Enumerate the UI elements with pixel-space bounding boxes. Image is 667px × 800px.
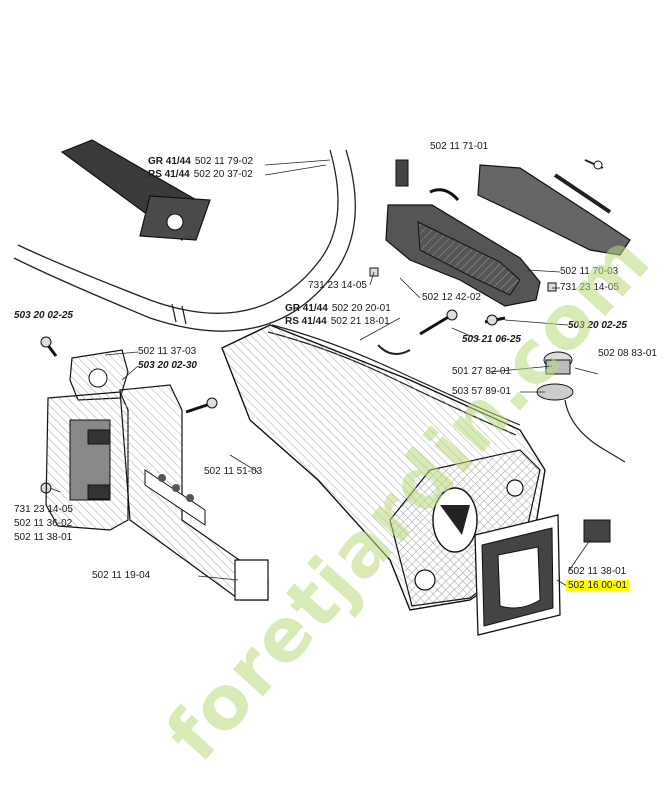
left-housing bbox=[45, 391, 129, 531]
label-502117003: 502 11 70-03 bbox=[560, 266, 619, 277]
label-503578901: 503 57 89-01 bbox=[452, 386, 511, 397]
handle-tube bbox=[13, 149, 356, 332]
label-gr-handle-prefix: GR 41/44 bbox=[148, 156, 191, 167]
label-rs-handle-number: 502 20 37-02 bbox=[193, 169, 253, 180]
gasket-plate bbox=[474, 514, 561, 636]
leader-lines bbox=[49, 159, 599, 587]
label-503200225-left: 503 20 02-25 bbox=[14, 310, 73, 321]
label-731231405-c: 731 23 14-05 bbox=[14, 504, 73, 515]
label-503200230: 503 20 02-30 bbox=[138, 360, 197, 371]
label-502113703: 502 11 37-03 bbox=[138, 346, 197, 357]
handle-grip bbox=[60, 139, 211, 241]
label-502160001-highlight: 502 16 00-01 bbox=[566, 580, 629, 591]
label-screw-a: 731 23 14-05 bbox=[308, 280, 367, 291]
fuel-cap bbox=[536, 351, 626, 463]
label-502113801-right: 502 11 38-01 bbox=[568, 566, 627, 577]
label-rs-cable-number: 502 21 18-01 bbox=[330, 316, 390, 327]
label-502160001: 502 16 00-01 bbox=[566, 580, 629, 592]
label-502124202: 502 12 42-02 bbox=[422, 292, 481, 303]
label-gr-handle-number: 502 11 79-02 bbox=[194, 156, 254, 167]
label-screw-b: 731 23 14-05 bbox=[560, 282, 619, 293]
label-502088301: 502 08 83-01 bbox=[598, 348, 657, 359]
label-gr-cable-number: 502 20 20-01 bbox=[331, 303, 391, 314]
label-501278201: 501 27 82-01 bbox=[452, 366, 511, 377]
label-502115103: 502 11 51-03 bbox=[204, 466, 263, 477]
label-502117101: 502 11 71-01 bbox=[430, 141, 489, 152]
label-rs-cable-prefix: RS 41/44 bbox=[285, 316, 327, 327]
screws bbox=[40, 267, 611, 543]
label-502113602: 502 11 36-02 bbox=[14, 518, 73, 529]
label-502111904: 502 11 19-04 bbox=[92, 570, 151, 581]
label-502113801-left: 502 11 38-01 bbox=[14, 532, 73, 543]
parts-diagram bbox=[13, 139, 631, 636]
trigger-housing bbox=[385, 159, 631, 307]
shaft-tube bbox=[119, 384, 269, 601]
label-503210625: 503 21 06-25 bbox=[462, 334, 521, 345]
label-gr-cable-prefix: GR 41/44 bbox=[285, 303, 328, 314]
label-503200225-right: 503 20 02-25 bbox=[568, 320, 627, 331]
label-rs-handle-prefix: RS 41/44 bbox=[148, 169, 190, 180]
